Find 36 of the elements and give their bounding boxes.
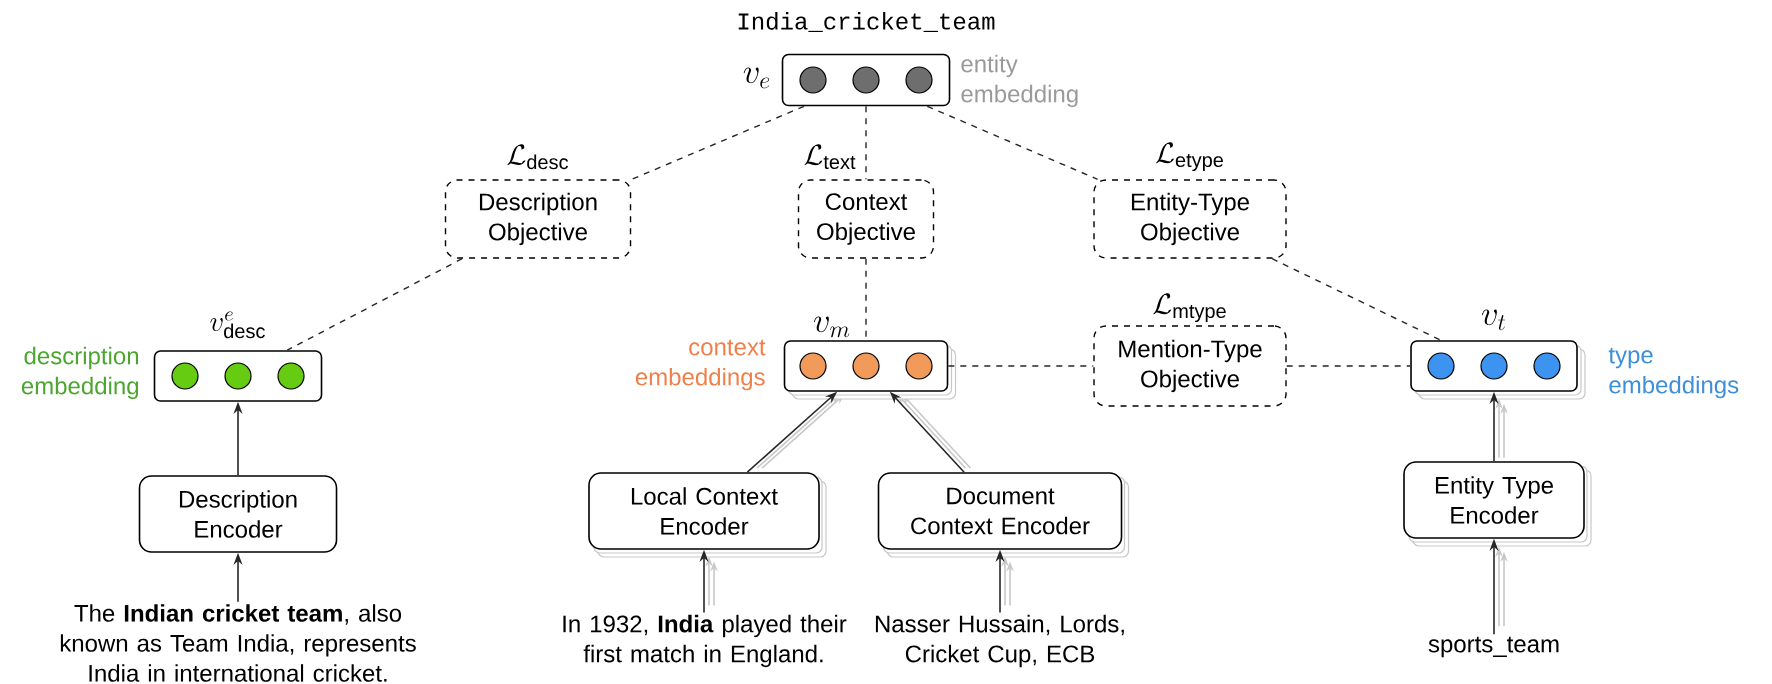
embedding-caption: type embeddings bbox=[1608, 347, 1739, 399]
embedding-box bbox=[781, 53, 951, 107]
input-text: In 1932, India played their first match in England. bbox=[563, 614, 847, 668]
dashed-line bbox=[1271, 258, 1442, 341]
embedding-caption: description embedding bbox=[21, 346, 139, 400]
embedding-box bbox=[1410, 340, 1586, 400]
embedding-caption: context embeddings bbox=[635, 339, 766, 391]
objective-box: Mention-Type Objective bbox=[1093, 325, 1287, 407]
input-text: Nasser Hussain, Lords, Cricket Cup, ECB bbox=[875, 614, 1124, 668]
input-text: sports_team bbox=[1428, 636, 1559, 658]
dashed-line bbox=[926, 105, 1099, 180]
encoder-box: Entity Type Encoder bbox=[1403, 461, 1592, 547]
dashed-line bbox=[286, 258, 463, 351]
dashed-line bbox=[947, 365, 1094, 367]
encoder-box: Description Encoder bbox=[138, 475, 338, 553]
dashed-line bbox=[630, 105, 805, 181]
math-label: $\mathcal{L}_{\mathrm{desc}}$ bbox=[507, 144, 569, 170]
encoder-box: Local Context Encoder bbox=[588, 472, 827, 558]
input-text: The Indian cricket team, also known as Team India, represents India in international cricket. bbox=[60, 604, 416, 682]
math-label: $v_m$ bbox=[814, 316, 850, 338]
math-label: $v^{e}_{\mathrm{desc}}$ bbox=[210, 311, 265, 339]
embedding-box bbox=[783, 340, 957, 400]
dashed-line bbox=[865, 105, 867, 180]
objective-box: Description Objective bbox=[444, 179, 632, 259]
embedding-box bbox=[153, 350, 323, 402]
dashed-line bbox=[1286, 365, 1411, 367]
math-label: $\mathcal{L}_{\mathrm{mtype}}$ bbox=[1153, 293, 1226, 323]
math-label: $v_e$ bbox=[743, 67, 770, 89]
encoder-box: Document Context Encoder bbox=[877, 472, 1130, 558]
objective-box: Context Objective bbox=[797, 179, 935, 259]
entity-name: India_cricket_team bbox=[738, 12, 995, 32]
math-label: $\mathcal{L}_{\mathrm{text}}$ bbox=[804, 144, 856, 170]
embedding-caption: entity embedding bbox=[961, 54, 1078, 108]
math-label: $v_t$ bbox=[1482, 309, 1506, 331]
objective-box: Entity-Type Objective bbox=[1093, 179, 1287, 259]
math-label: $\mathcal{L}_{\mathrm{etype}}$ bbox=[1156, 142, 1223, 172]
